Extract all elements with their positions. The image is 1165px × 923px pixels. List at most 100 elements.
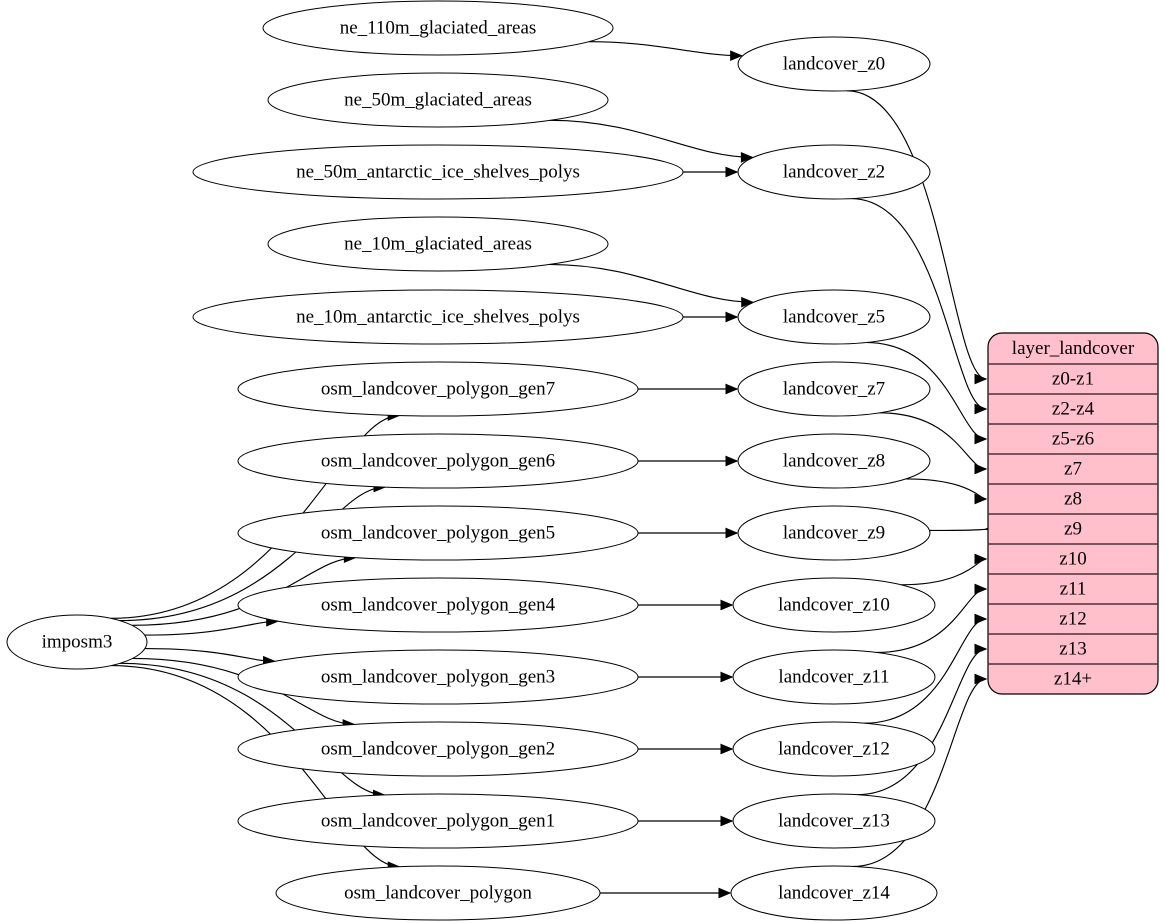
node-ellipse xyxy=(237,361,639,417)
node-label: landcover_z8 xyxy=(783,450,885,471)
graph-node-landcover_z9[interactable]: landcover_z9 xyxy=(737,505,931,561)
node-label: ne_10m_antarctic_ice_shelves_polys xyxy=(296,306,580,327)
node-ellipse xyxy=(192,144,684,200)
node-ellipse xyxy=(267,72,609,128)
graph-node-landcover_z13[interactable]: landcover_z13 xyxy=(732,793,936,849)
graph-node-landcover_z0[interactable]: landcover_z0 xyxy=(737,36,931,92)
edge-arrowhead xyxy=(740,151,754,163)
node-ellipse xyxy=(6,614,148,670)
node-label: ne_10m_glaciated_areas xyxy=(344,233,532,254)
node-label: landcover_z11 xyxy=(778,666,889,687)
graph-node-osm_landcover_polygon_gen3[interactable]: osm_landcover_polygon_gen3 xyxy=(237,649,639,705)
node-label: osm_landcover_polygon_gen4 xyxy=(321,594,556,615)
node-ellipse xyxy=(237,433,639,489)
node-label: landcover_z9 xyxy=(783,522,885,543)
node-label: osm_landcover_polygon_gen2 xyxy=(321,738,555,759)
edge-arrowhead xyxy=(720,599,734,611)
node-ellipse xyxy=(737,289,931,345)
node-ellipse xyxy=(237,721,639,777)
graph-edge xyxy=(144,620,278,636)
node-label: osm_landcover_polygon_gen1 xyxy=(321,810,555,831)
layer-landcover-table[interactable]: layer_landcoverz0-z1z2-z4z5-z6z7z8z9z10z… xyxy=(987,332,1159,695)
edge-arrowhead xyxy=(730,50,743,62)
edge-arrowhead xyxy=(974,673,988,685)
graph-edge xyxy=(846,90,987,380)
node-label: landcover_z5 xyxy=(783,306,885,327)
graph-node-landcover_z7[interactable]: landcover_z7 xyxy=(737,361,931,417)
graph-node-landcover_z11[interactable]: landcover_z11 xyxy=(732,649,936,705)
graph-node-osm_landcover_polygon_gen7[interactable]: osm_landcover_polygon_gen7 xyxy=(237,361,639,417)
nodes-layer: ne_110m_glaciated_areas ne_50m_glaciated_… xyxy=(6,0,938,921)
node-ellipse xyxy=(737,505,931,561)
node-label: osm_landcover_polygon_gen5 xyxy=(321,522,555,543)
edge-arrowhead xyxy=(720,671,734,683)
graph-node-imposm3[interactable]: imposm3 xyxy=(6,614,148,670)
node-label: landcover_z2 xyxy=(783,161,885,182)
graph-node-landcover_z14[interactable]: landcover_z14 xyxy=(730,865,938,921)
graph-edge xyxy=(588,41,742,57)
graph-node-landcover_z10[interactable]: landcover_z10 xyxy=(732,577,936,633)
table-row-label: z10 xyxy=(1059,548,1086,569)
graph-edge xyxy=(549,119,753,158)
node-label: osm_landcover_polygon_gen7 xyxy=(321,378,555,399)
edge-arrowhead xyxy=(725,311,739,323)
graph-node-landcover_z8[interactable]: landcover_z8 xyxy=(737,433,931,489)
node-label: osm_landcover_polygon_gen6 xyxy=(321,450,555,471)
graph-edge xyxy=(119,486,386,622)
graph-edge xyxy=(900,558,987,586)
node-label: ne_50m_antarctic_ice_shelves_polys xyxy=(296,161,580,182)
graph-node-osm_landcover_polygon[interactable]: osm_landcover_polygon xyxy=(275,865,601,921)
table-row-label: z2-z4 xyxy=(1052,398,1095,419)
node-label: imposm3 xyxy=(42,631,113,652)
graph-edge xyxy=(852,678,987,868)
node-label: landcover_z14 xyxy=(778,882,890,903)
table-row-label: z12 xyxy=(1059,608,1086,629)
graph-node-osm_landcover_polygon_gen4[interactable]: osm_landcover_polygon_gen4 xyxy=(237,577,639,633)
graph-node-landcover_z2[interactable]: landcover_z2 xyxy=(737,144,931,200)
graph-edge xyxy=(851,197,987,410)
edge-arrowhead xyxy=(974,493,988,505)
graph-edge xyxy=(857,648,987,796)
graph-node-osm_landcover_polygon_gen6[interactable]: osm_landcover_polygon_gen6 xyxy=(237,433,639,489)
node-label: landcover_z7 xyxy=(783,378,885,399)
node-label: landcover_z10 xyxy=(778,594,890,615)
graph-node-ne_10m_antarctic_ice_shelves_polys[interactable]: ne_10m_antarctic_ice_shelves_polys xyxy=(192,289,684,345)
graph-edge xyxy=(119,662,385,796)
node-label: landcover_z12 xyxy=(778,738,890,759)
graph-node-osm_landcover_polygon_gen2[interactable]: osm_landcover_polygon_gen2 xyxy=(237,721,639,777)
graph-node-ne_110m_glaciated_areas[interactable]: ne_110m_glaciated_areas xyxy=(262,0,614,56)
graph-node-osm_landcover_polygon_gen1[interactable]: osm_landcover_polygon_gen1 xyxy=(237,793,639,849)
node-label: ne_50m_glaciated_areas xyxy=(344,89,532,110)
graph-node-ne_10m_glaciated_areas[interactable]: ne_10m_glaciated_areas xyxy=(267,216,609,272)
node-ellipse xyxy=(262,0,614,56)
graph-node-osm_landcover_polygon_gen5[interactable]: osm_landcover_polygon_gen5 xyxy=(237,505,639,561)
edge-arrowhead xyxy=(725,527,739,539)
table-row-label: z13 xyxy=(1059,638,1086,659)
node-ellipse xyxy=(737,361,931,417)
edge-arrowhead xyxy=(741,296,755,308)
table-row-label: z7 xyxy=(1064,458,1082,479)
node-ellipse xyxy=(275,865,601,921)
graph-edge xyxy=(929,528,988,532)
node-ellipse xyxy=(732,793,936,849)
edge-arrowhead xyxy=(725,455,739,467)
graph-node-ne_50m_antarctic_ice_shelves_polys[interactable]: ne_50m_antarctic_ice_shelves_polys xyxy=(192,144,684,200)
node-ellipse xyxy=(732,649,936,705)
edge-arrowhead xyxy=(974,373,988,385)
graph-node-landcover_z12[interactable]: landcover_z12 xyxy=(732,721,936,777)
node-ellipse xyxy=(730,865,938,921)
edge-arrowhead xyxy=(974,553,988,565)
graph-node-landcover_z5[interactable]: landcover_z5 xyxy=(737,289,931,345)
node-ellipse xyxy=(267,216,609,272)
graph-edge xyxy=(548,263,753,303)
node-ellipse xyxy=(237,577,639,633)
node-label: osm_landcover_polygon_gen3 xyxy=(321,666,555,687)
graph-edge xyxy=(905,478,987,500)
edge-arrowhead xyxy=(725,383,739,395)
table-row-label: z14+ xyxy=(1054,668,1092,689)
edge-arrowhead xyxy=(974,613,988,625)
table-row-label: z11 xyxy=(1060,578,1087,599)
edge-arrowhead xyxy=(720,743,734,755)
graph-node-ne_50m_glaciated_areas[interactable]: ne_50m_glaciated_areas xyxy=(267,72,609,128)
